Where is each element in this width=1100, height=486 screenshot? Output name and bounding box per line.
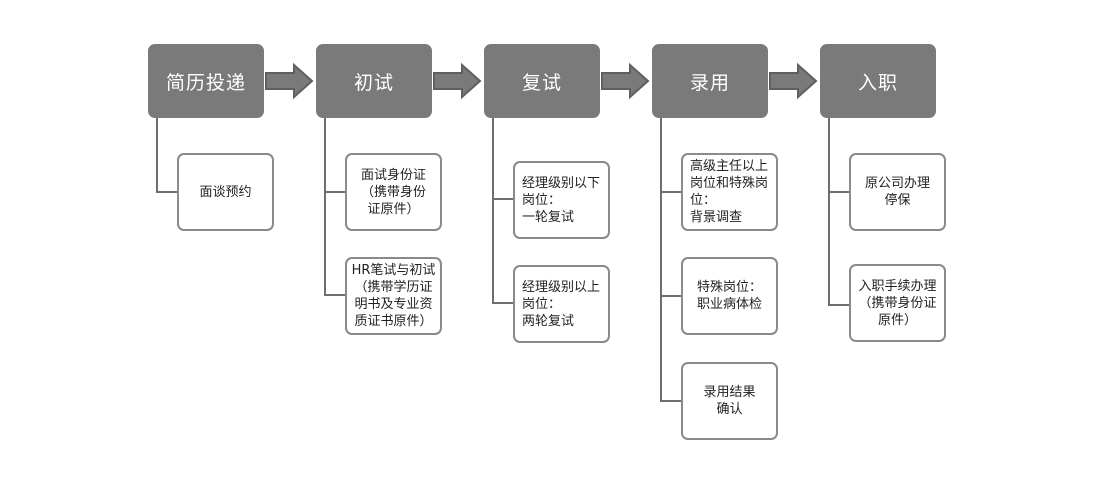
substep-hr-written-test: HR笔试与初试 （携带学历证 明书及专业资 质证书原件） [345,257,442,335]
connector-line [492,118,494,304]
connector-line [156,118,158,193]
substep-hiring-confirmation: 录用结果 确认 [681,362,778,440]
connector-line [324,118,326,296]
connector-line [660,191,682,193]
stage-hiring: 录用 [652,44,768,118]
substep-occupational-health-check: 特殊岗位： 职业病体检 [681,257,778,335]
substep-one-round-reexam: 经理级别以下 岗位： 一轮复试 [513,161,610,239]
stage-second-interview: 复试 [484,44,600,118]
connector-line [828,118,830,306]
connector-line [492,198,514,200]
substep-onboarding-procedures: 入职手续办理 （携带身份证 原件） [849,264,946,342]
connector-line [156,191,178,193]
connector-line [324,191,346,193]
connector-line [492,302,514,304]
connector-line [660,400,682,402]
connector-line [660,118,662,402]
flow-arrow-icon [601,62,650,100]
stage-resume-submission: 简历投递 [148,44,264,118]
connector-line [660,295,682,297]
substep-background-check: 高级主任以上 岗位和特殊岗 位： 背景调查 [681,153,778,231]
connector-line [828,304,850,306]
substep-id-card-interview: 面试身份证 （携带身份 证原件） [345,153,442,231]
substep-interview-appointment: 面谈预约 [177,153,274,231]
stage-onboarding: 入职 [820,44,936,118]
flow-arrow-icon [265,62,314,100]
substep-two-round-reexam: 经理级别以上 岗位： 两轮复试 [513,265,610,343]
connector-line [324,294,346,296]
stage-first-interview: 初试 [316,44,432,118]
flow-arrow-icon [769,62,818,100]
substep-stop-insurance: 原公司办理 停保 [849,153,946,231]
connector-line [828,191,850,193]
flow-arrow-icon [433,62,482,100]
